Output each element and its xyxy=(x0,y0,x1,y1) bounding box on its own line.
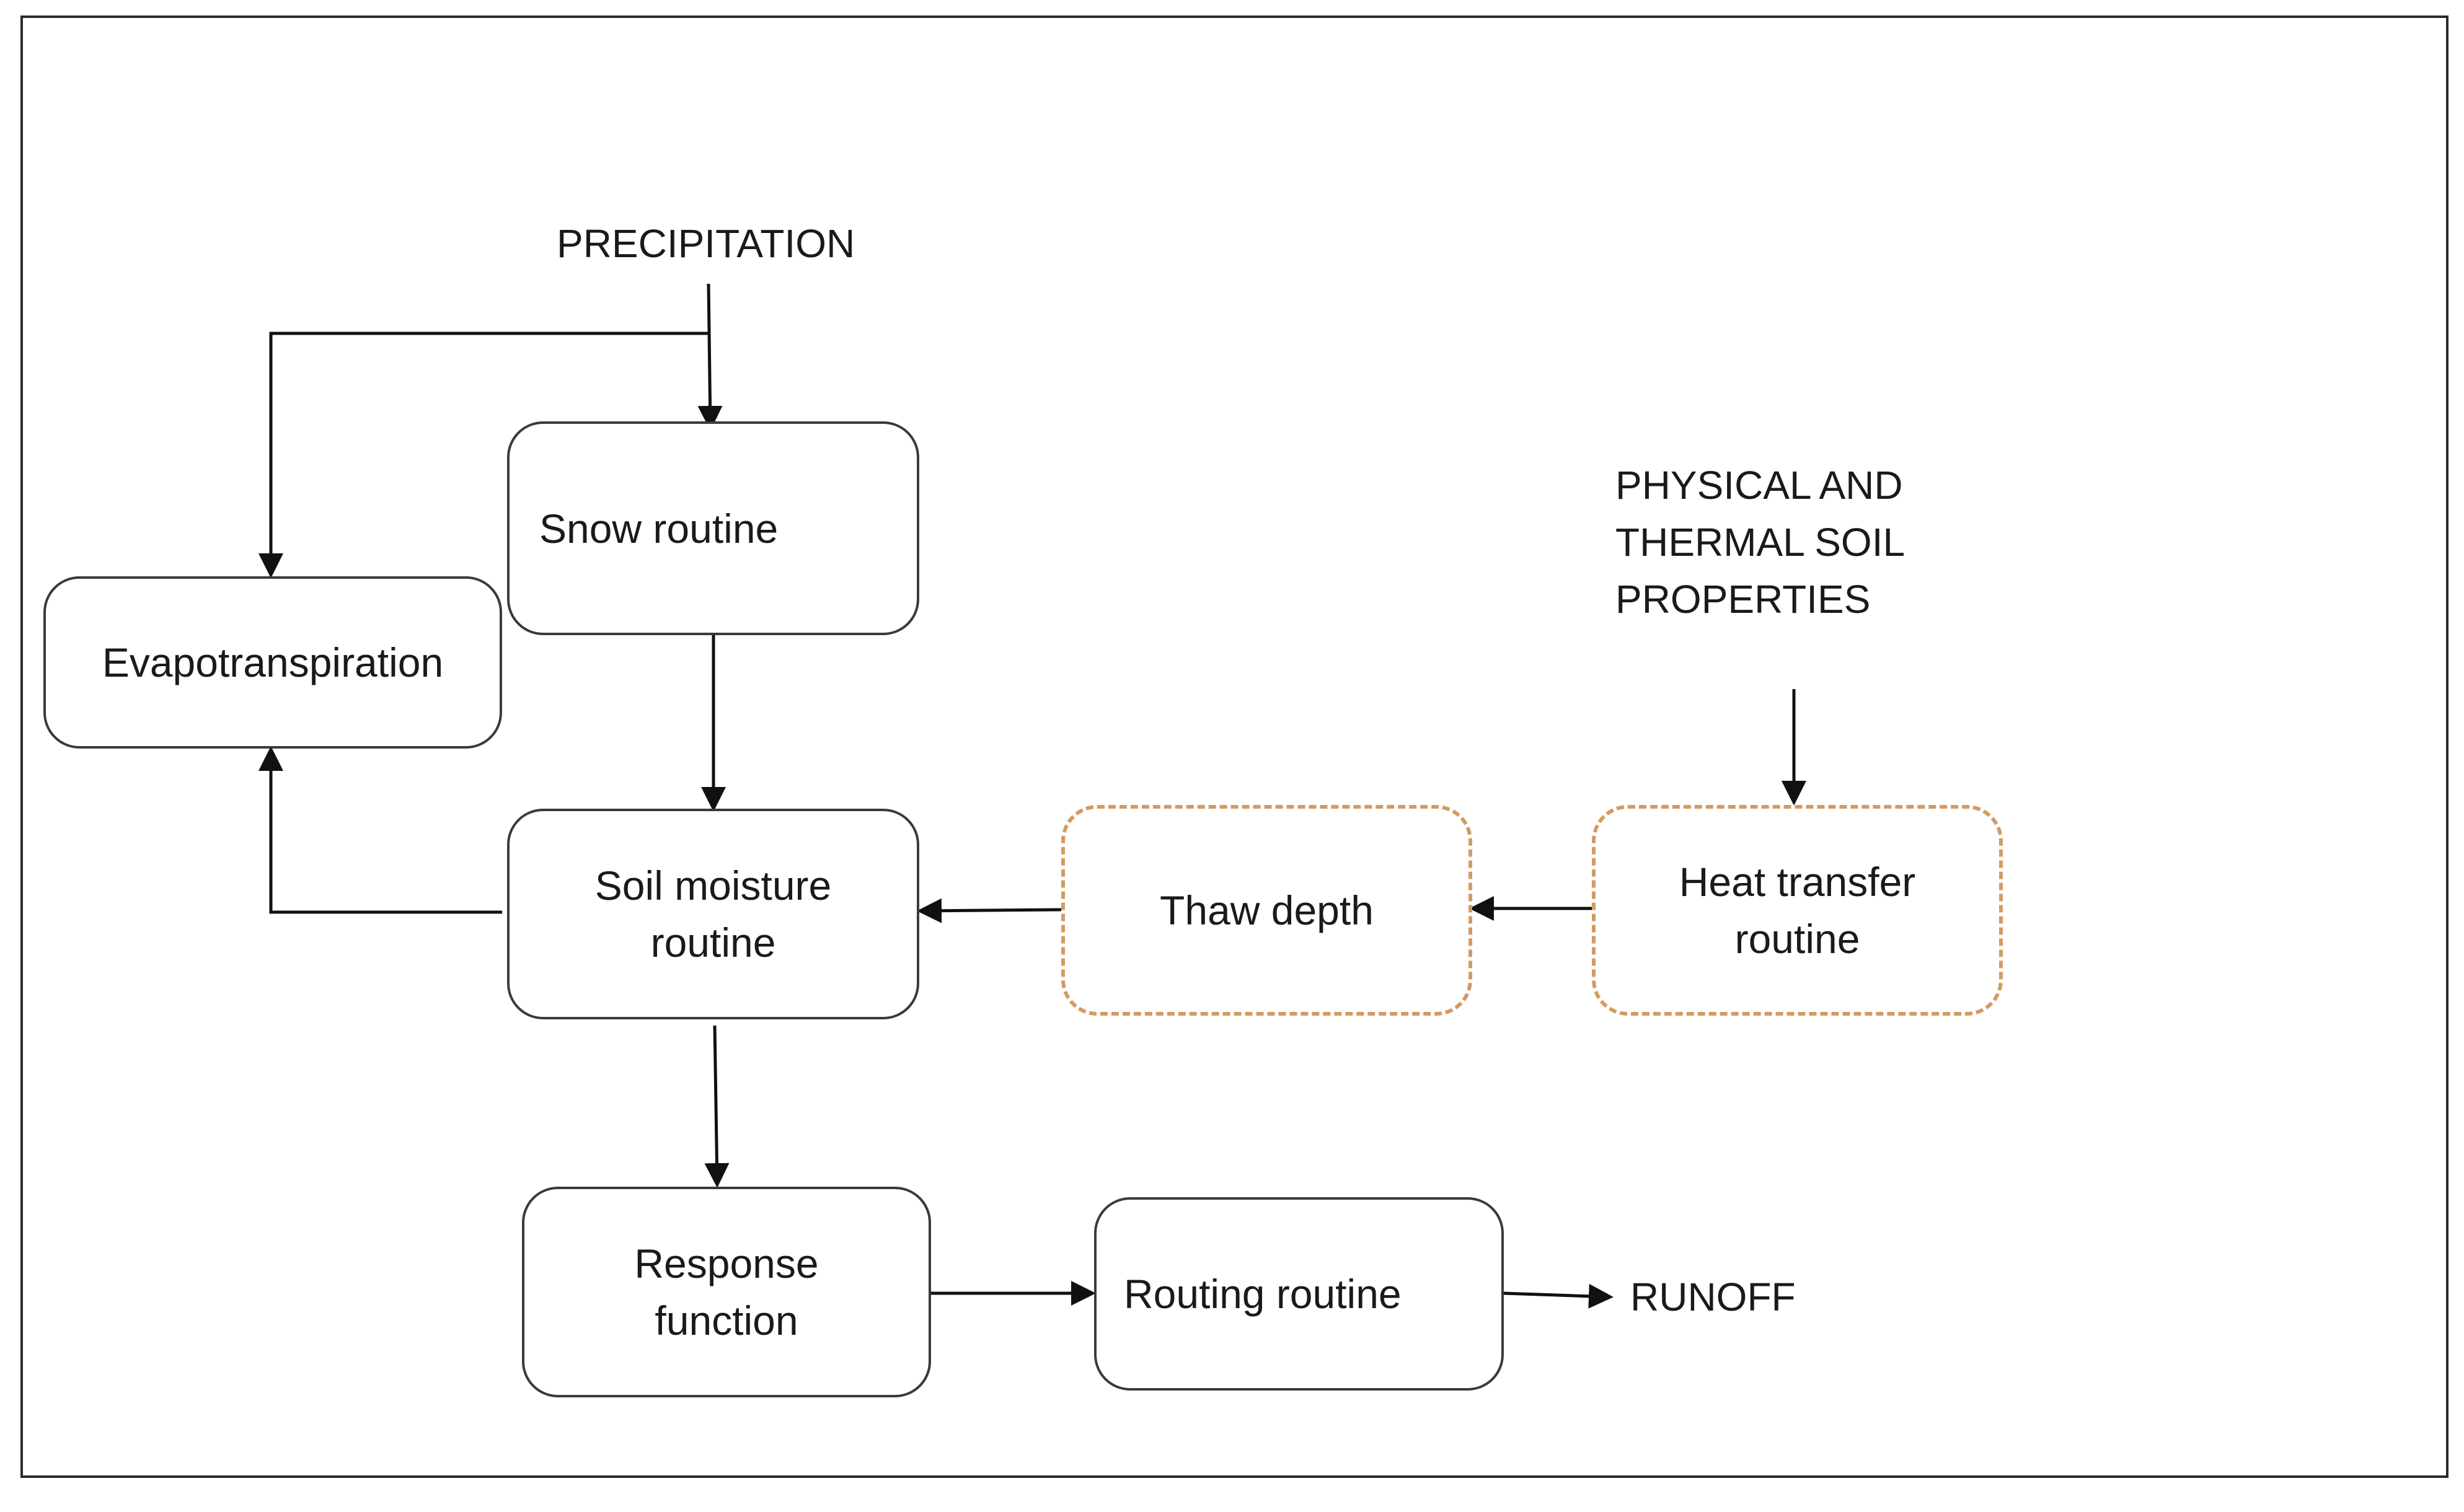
soil-moisture-routine-box: Soil moisture routine xyxy=(507,809,919,1019)
routing-routine-box: Routing routine xyxy=(1094,1197,1504,1391)
arrow-soil-moisture-to-evapotranspiration xyxy=(258,746,502,914)
arrow-soil-moisture-to-response xyxy=(704,1025,730,1188)
arrow-thaw-depth-to-soil-moisture xyxy=(917,898,1062,923)
thaw-depth-box: Thaw depth xyxy=(1061,805,1472,1016)
precipitation-label: PRECIPITATION xyxy=(557,221,855,266)
diagram-frame xyxy=(20,15,2449,1478)
evapotranspiration-box: Evapotranspiration xyxy=(43,576,502,749)
snow-routine-box: Snow routine xyxy=(507,421,919,635)
heat-transfer-routine-box: Heat transfer routine xyxy=(1592,805,2003,1016)
soil-properties-label: PHYSICAL AND THERMAL SOIL PROPERTIES xyxy=(1615,463,1905,622)
arrow-precipitation-to-evapotranspiration xyxy=(258,332,709,578)
arrow-routing-to-runoff xyxy=(1503,1283,1614,1309)
response-function-box: Response function xyxy=(522,1187,931,1397)
arrow-precipitation-to-snow xyxy=(697,283,723,431)
runoff-label: RUNOFF xyxy=(1630,1275,1796,1319)
